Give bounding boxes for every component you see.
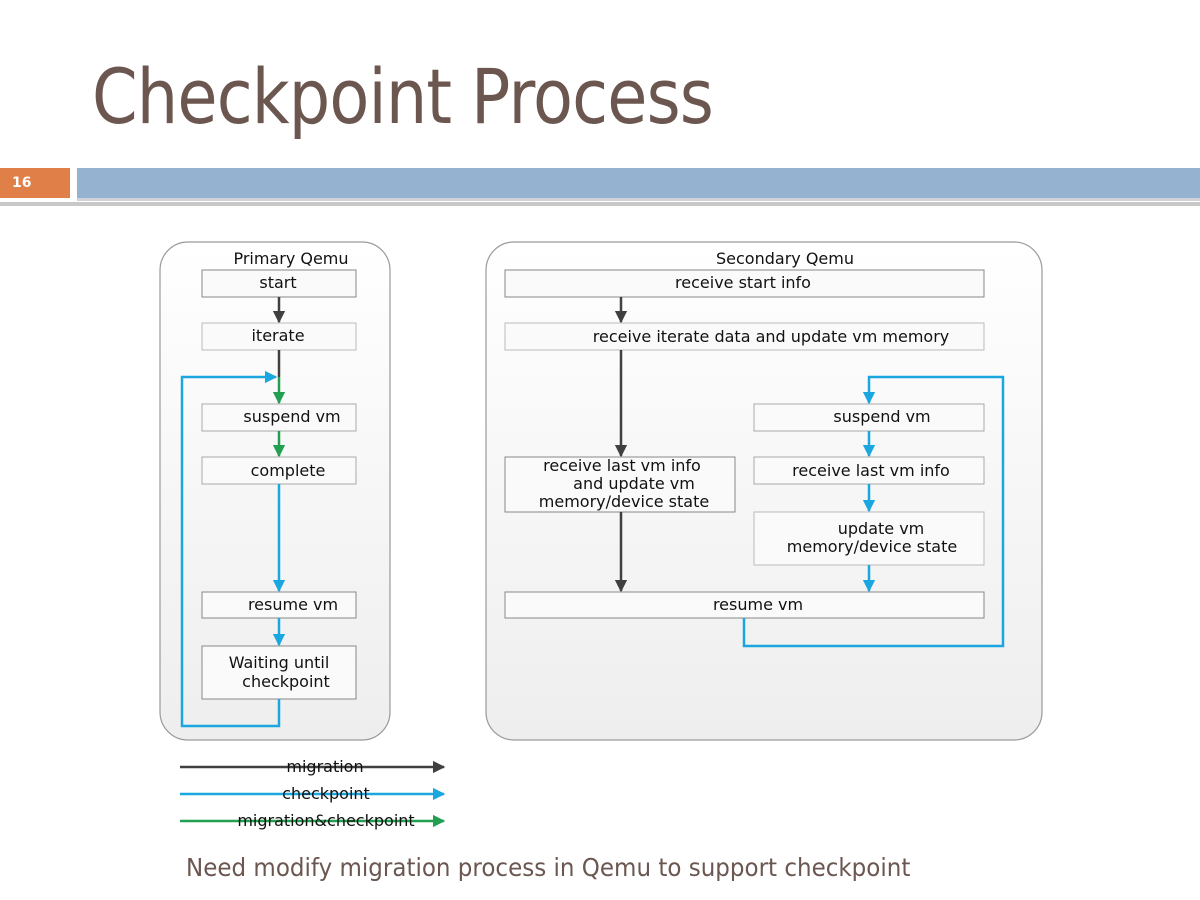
secondary-suspend-label: suspend vm (833, 407, 930, 426)
legend-migration-label: migration (286, 757, 363, 776)
primary-suspend-label: suspend vm (243, 407, 340, 426)
secondary-receive-last-update-line3: memory/device state (539, 492, 709, 511)
legend: migration checkpoint migration&checkpoin… (180, 757, 446, 830)
secondary-update-state-box: update vm memory/device state (753, 511, 985, 566)
arrow-checkpoint-loop-primary (180, 370, 281, 728)
secondary-update-state-line1: update vm (838, 519, 925, 538)
secondary-receive-iterate-box: receive iterate data and update vm memor… (504, 322, 985, 351)
secondary-qemu-title: Secondary Qemu (716, 249, 854, 268)
slide-number: 16 (0, 168, 70, 198)
secondary-receive-last-box: receive last vm info (753, 456, 985, 485)
legend-item-migration: migration (180, 757, 446, 776)
header-bar (77, 168, 1200, 198)
primary-waiting-label-line2: checkpoint (242, 672, 330, 691)
slide-footer-note: Need modify migration process in Qemu to… (186, 853, 911, 882)
legend-item-checkpoint: checkpoint (180, 784, 446, 803)
secondary-resume-label: resume vm (713, 595, 803, 614)
primary-qemu-title: Primary Qemu (233, 249, 348, 268)
secondary-receive-last-label: receive last vm info (792, 461, 950, 480)
secondary-suspend-box: suspend vm (753, 403, 985, 432)
primary-waiting-box: Waiting until checkpoint (201, 645, 357, 700)
slide-title: Checkpoint Process (92, 52, 714, 141)
header-divider (0, 202, 1200, 206)
legend-migration-checkpoint-label: migration&checkpoint (237, 811, 414, 830)
primary-start-label: start (259, 273, 296, 292)
secondary-resume-box: resume vm (504, 591, 985, 619)
secondary-receive-start-box: receive start info (504, 269, 985, 298)
secondary-receive-last-update-line2: and update vm (573, 474, 695, 493)
primary-waiting-label-line1: Waiting until (229, 653, 330, 672)
header-bar-shadow (77, 198, 1200, 201)
secondary-receive-iterate-label: receive iterate data and update vm memor… (593, 327, 949, 346)
legend-checkpoint-label: checkpoint (282, 784, 370, 803)
primary-iterate-box: iterate (201, 322, 357, 351)
primary-iterate-label: iterate (251, 326, 304, 345)
secondary-receive-last-update-box: receive last vm info and update vm memor… (504, 456, 736, 513)
primary-complete-label: complete (251, 461, 326, 480)
secondary-receive-start-label: receive start info (675, 273, 811, 292)
primary-start-box: start (201, 269, 357, 298)
primary-resume-box: resume vm (201, 591, 357, 619)
legend-item-migration-checkpoint: migration&checkpoint (180, 811, 446, 830)
secondary-receive-last-update-line1: receive last vm info (543, 456, 701, 475)
primary-resume-label: resume vm (248, 595, 338, 614)
secondary-update-state-line2: memory/device state (787, 537, 957, 556)
primary-suspend-box: suspend vm (201, 403, 357, 432)
primary-complete-box: complete (201, 456, 357, 485)
arrow-checkpoint-loop-secondary (742, 375, 1005, 648)
